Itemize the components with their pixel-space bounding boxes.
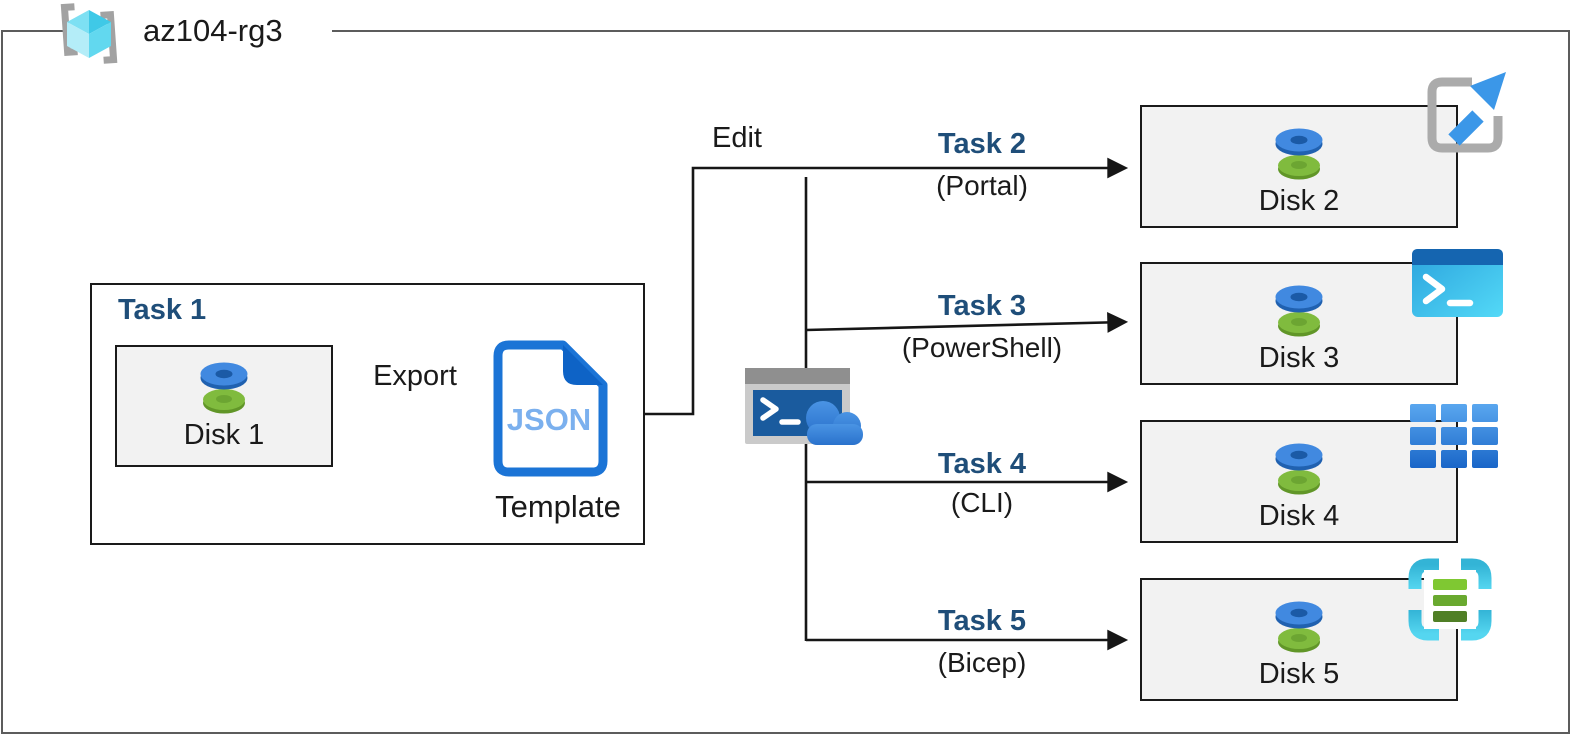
- template-label: Template: [495, 489, 621, 524]
- cli-grid-icon: [1410, 404, 1498, 468]
- arm-template-icon: [1408, 558, 1492, 641]
- task3-method: (PowerShell): [901, 332, 1063, 363]
- disk4-box: Disk 4: [1140, 420, 1458, 543]
- export-label: Export: [373, 360, 457, 392]
- terminal-prompt-icon: [760, 397, 801, 425]
- disk-icon: [1275, 128, 1323, 180]
- corner-brackets-icon: [1408, 558, 1492, 641]
- disk3-box: Disk 3: [1140, 262, 1458, 385]
- task2-title: Task 2: [937, 128, 1027, 160]
- folded-corner-icon: [563, 345, 603, 385]
- task2-method: (Portal): [936, 170, 1028, 201]
- disk-icon: [1275, 443, 1323, 495]
- open-in-new-arrow-icon: [1427, 72, 1506, 153]
- edit-label: Edit: [712, 122, 762, 154]
- task4-method: (CLI): [950, 487, 1014, 518]
- left-bracket-icon: [60, 3, 78, 57]
- resource-group-frame: [1, 30, 1570, 734]
- powershell-window-icon: [1412, 249, 1503, 317]
- disk-icon: [200, 362, 248, 414]
- task4-title: Task 4: [937, 448, 1027, 480]
- task3-title: Task 3: [937, 290, 1027, 322]
- resource-group-title: az104-rg3: [143, 13, 283, 48]
- right-bracket-icon: [100, 10, 118, 64]
- disk5-box: Disk 5: [1140, 578, 1458, 701]
- disk1-box: Disk 1: [115, 345, 333, 467]
- cloud-icon: [806, 401, 863, 445]
- cube-icon: [67, 10, 111, 58]
- json-badge: JSON: [507, 402, 591, 437]
- window-titlebar-icon: [745, 368, 850, 384]
- disk-label: Disk 3: [1258, 342, 1340, 374]
- disk-icon: [1275, 285, 1323, 337]
- disk-label: Disk 2: [1258, 185, 1340, 217]
- cloud-shell-icon: [745, 368, 863, 445]
- disk-label: Disk 1: [183, 419, 265, 451]
- disk-label: Disk 5: [1258, 658, 1340, 690]
- window-titlebar-icon: [1412, 249, 1503, 265]
- frame-top-gap: [64, 27, 332, 36]
- task1-title: Task 1: [118, 294, 207, 326]
- terminal-prompt-icon: [1422, 273, 1474, 307]
- disk-icon: [1275, 601, 1323, 653]
- json-template-icon: JSON: [493, 340, 608, 477]
- task5-method: (Bicep): [937, 647, 1027, 678]
- disk-label: Disk 4: [1258, 500, 1340, 532]
- task5-title: Task 5: [937, 605, 1027, 637]
- resource-group-icon: [60, 3, 118, 64]
- disk2-box: Disk 2: [1140, 105, 1458, 228]
